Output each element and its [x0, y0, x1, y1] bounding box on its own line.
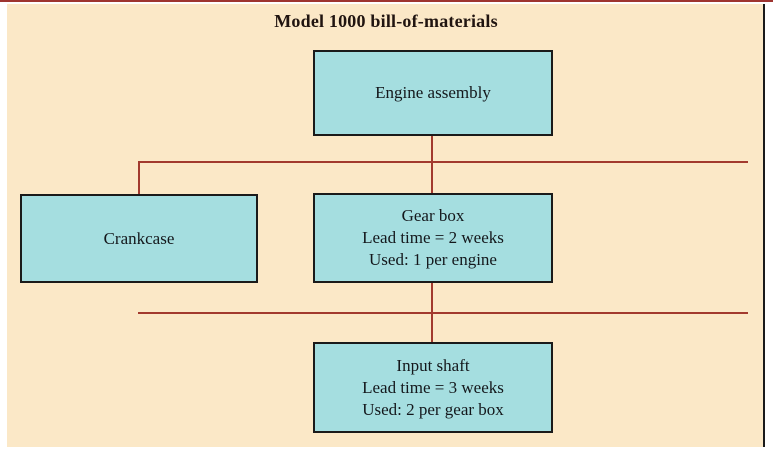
connector-level1-horizontal — [138, 161, 748, 163]
connector-level1-to-crankcase — [138, 161, 140, 194]
node-usage: Used: 2 per gear box — [362, 399, 504, 419]
node-lead-time: Lead time = 2 weeks — [362, 228, 504, 247]
node-crankcase: Crankcase — [20, 194, 258, 283]
connector-engine-to-level1 — [431, 136, 433, 194]
node-label: Crankcase — [103, 228, 175, 248]
node-lead-time: Lead time = 3 weeks — [362, 377, 504, 397]
node-usage: Used: 1 per engine — [369, 250, 497, 269]
node-label: Engine assembly — [375, 83, 491, 102]
top-rule — [0, 0, 773, 2]
connector-level2-horizontal — [138, 312, 748, 314]
node-label: Input shaft — [396, 355, 470, 375]
node-engine-assembly: Engine assembly — [313, 50, 553, 136]
diagram-title: Model 1000 bill-of-materials — [274, 11, 498, 31]
node-label: Gear box — [401, 206, 465, 225]
node-gear-box: Gear box Lead time = 2 weeks Used: 1 per… — [313, 193, 553, 283]
node-input-shaft: Input shaft Lead time = 3 weeks Used: 2 … — [313, 342, 553, 433]
